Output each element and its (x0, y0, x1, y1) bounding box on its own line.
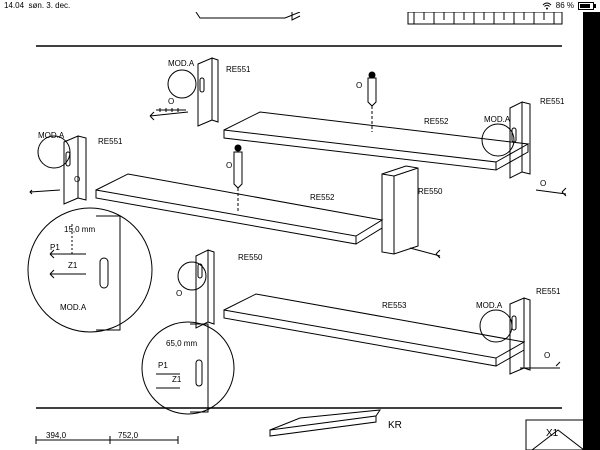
detail-circle-lower (141, 321, 235, 415)
battery-percent: 86 % (555, 1, 574, 10)
mod-label-top: MOD.A (168, 59, 195, 68)
label-re551-top: RE551 (226, 65, 251, 74)
code-o-6: O (176, 289, 182, 298)
label-re552-top: RE552 (424, 117, 449, 126)
mod-label-right: MOD.A (484, 115, 511, 124)
battery-icon (578, 2, 596, 10)
code-o-4: O (74, 175, 80, 184)
rail-kr (269, 415, 377, 437)
panel-re550-middle (381, 165, 419, 255)
board-re553 (223, 309, 497, 367)
label-re551-left: RE551 (98, 137, 123, 146)
box-x1 (525, 419, 584, 450)
code-o-3: O (540, 179, 546, 188)
instruction-page[interactable]: RE551 RE552 RE551 RE551 RE552 RE550 RE55… (0, 12, 584, 450)
code-o-7: O (544, 351, 550, 360)
label-re550-right: RE550 (418, 187, 443, 196)
dimension-394: 394,0 (46, 431, 67, 440)
detail-circle-left (27, 207, 153, 333)
label-re552-middle: RE552 (310, 193, 335, 202)
side-panel-re551-low (509, 297, 525, 375)
code-o-2: O (356, 81, 362, 90)
label-re553: RE553 (382, 301, 407, 310)
code-o-1: O (168, 97, 174, 106)
wifi-icon (542, 2, 552, 10)
code-z1-b: Z1 (172, 375, 182, 384)
mod-label-circle: MOD.A (60, 303, 87, 312)
dimension-15mm: 15,0 mm (64, 225, 95, 234)
code-z1-a: Z1 (68, 261, 78, 270)
side-panel-re551-left (63, 135, 79, 205)
code-p1-b: P1 (158, 361, 168, 370)
assembly-drawing: RE551 RE552 RE551 RE551 RE552 RE550 RE55… (27, 12, 584, 450)
code-p1-a: P1 (50, 243, 60, 252)
dimension-752: 752,0 (118, 431, 139, 440)
label-x1: X1 (546, 428, 559, 439)
board-re552-top (223, 129, 497, 171)
status-date: søn. 3. dec. (28, 1, 71, 10)
status-time: 14.04 (4, 1, 25, 10)
mod-label-left: MOD.A (38, 131, 65, 140)
label-re551-low: RE551 (536, 287, 561, 296)
label-kr: KR (388, 420, 402, 431)
side-panel-re551-top (197, 57, 213, 127)
code-o-5: O (226, 161, 232, 170)
label-re550-middle: RE550 (238, 253, 263, 262)
ruler-graphic (407, 12, 563, 25)
status-bar: 14.04 søn. 3. dec. 86 % (0, 0, 600, 12)
label-re551-right: RE551 (540, 97, 565, 106)
mod-label-low-right: MOD.A (476, 301, 503, 310)
dimension-65mm: 65,0 mm (166, 339, 197, 348)
battery-level-fill (580, 4, 591, 8)
